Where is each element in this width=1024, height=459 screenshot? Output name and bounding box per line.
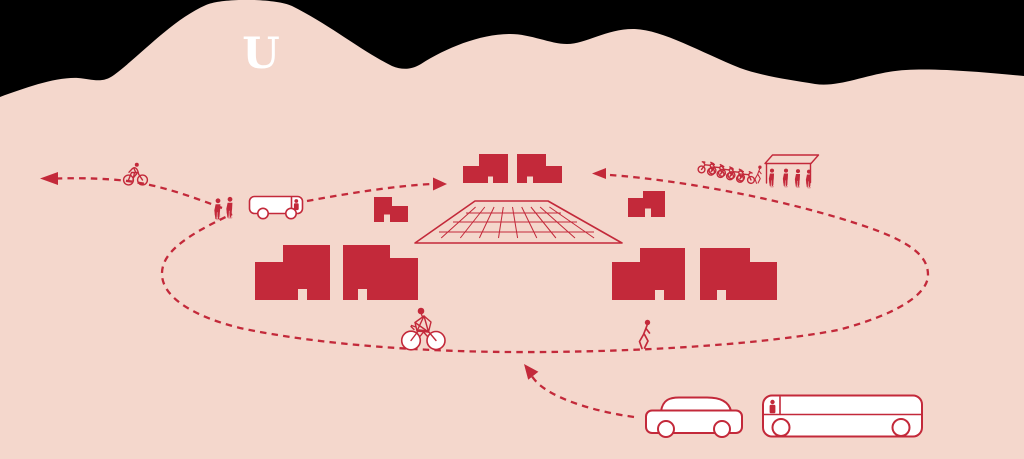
shuttle-bus-icon [248,195,304,220]
vehicle-entry-path [528,372,635,419]
bus-shelter-icon [764,154,820,189]
recreation-field-icon [414,200,623,244]
arrow-to-east-buildings-icon [592,168,606,179]
field-outline [414,200,623,244]
building-small-east [628,191,665,217]
entry-arrow-icon [524,364,539,380]
car-icon [645,396,743,438]
cyclist-exit-icon [122,162,149,186]
block-u-logo: U [242,29,280,79]
circulation-loop [40,168,930,419]
shuttle-wheel-icon [284,207,297,220]
arrow-to-west-buildings-icon [433,177,447,191]
loop-main-path [160,173,930,354]
transit-bus-icon [762,394,923,438]
loop-cyclist-icon [400,307,446,351]
building-small-west [374,197,408,222]
building-southeast-2 [700,248,777,300]
shuttle-driver-icon [294,199,299,203]
cyclist-exit-path [57,177,223,210]
building-southwest-2 [343,245,418,300]
exit-arrow-west-icon [40,172,58,185]
shuttle-wheel-icon [256,207,269,220]
building-southeast-1 [612,248,685,300]
field-grid-vertical-lines [440,206,595,239]
loop-shuttle-to-buildings-path [306,182,432,203]
building-southwest-1 [255,245,330,300]
building-north-1 [463,154,508,183]
building-north-2 [517,154,562,183]
bus-driver-icon [770,399,775,405]
campus-buildings [255,154,777,300]
